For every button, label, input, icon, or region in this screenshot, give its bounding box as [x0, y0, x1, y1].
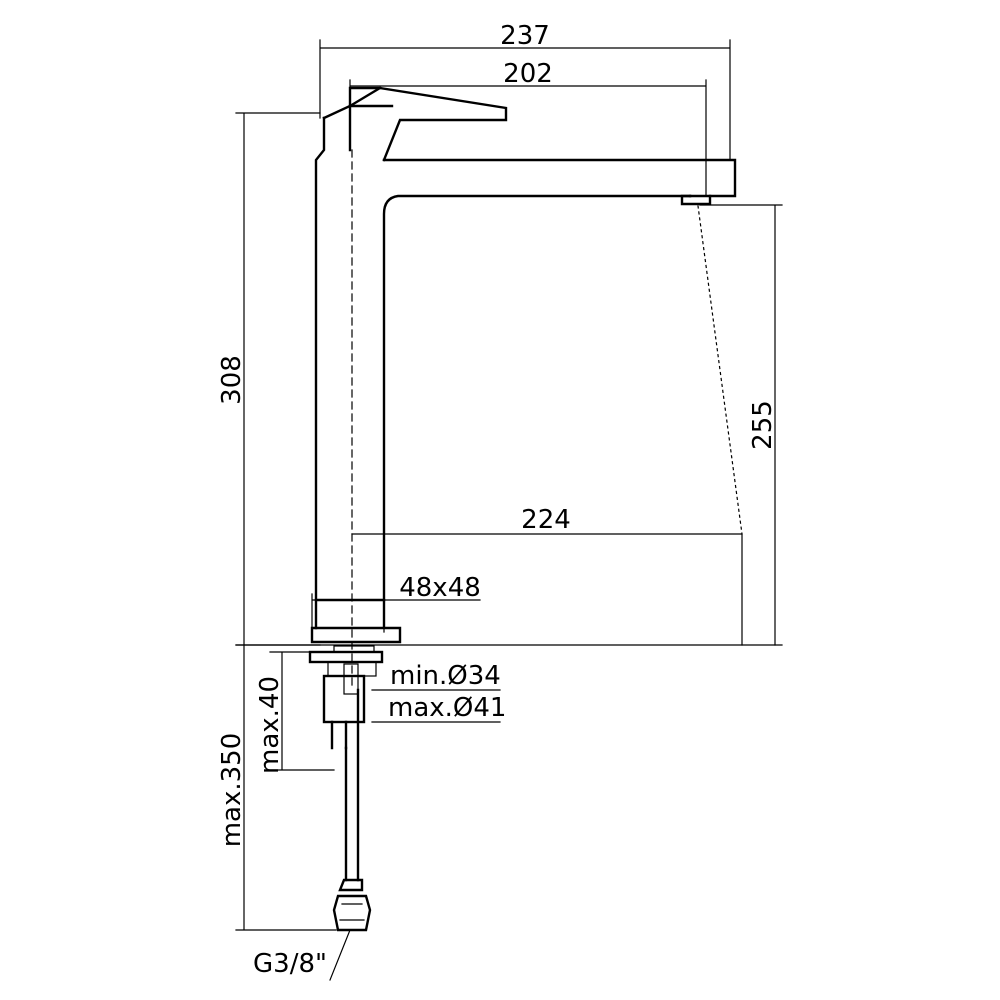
dim-hole-max: max.Ø41: [388, 693, 506, 723]
flex-hose: [344, 688, 360, 882]
base-plate: [310, 598, 402, 644]
hose-fitting: [332, 878, 372, 932]
dim-base-size: 48x48: [399, 573, 481, 603]
dim-overall-width: 237: [500, 21, 550, 51]
dim-spout-height: 255: [748, 400, 778, 450]
dimension-labels: 237 202 308 255 224 48x48 min.Ø34 max.Ø4…: [217, 21, 778, 979]
dim-deck-thickness-max: max.40: [255, 676, 285, 774]
lever-handle: [322, 86, 508, 162]
dim-spout-reach: 202: [503, 59, 553, 89]
dim-reach-from-center: 224: [521, 505, 571, 535]
dim-hose-length-max: max.350: [217, 733, 247, 848]
dim-connection-thread: G3/8": [253, 949, 327, 979]
fixing-kit: [308, 645, 384, 932]
dim-total-height: 308: [217, 355, 247, 405]
dimension-lines: [235, 39, 783, 981]
spout: [382, 158, 737, 198]
dim-hole-min: min.Ø34: [390, 661, 501, 691]
